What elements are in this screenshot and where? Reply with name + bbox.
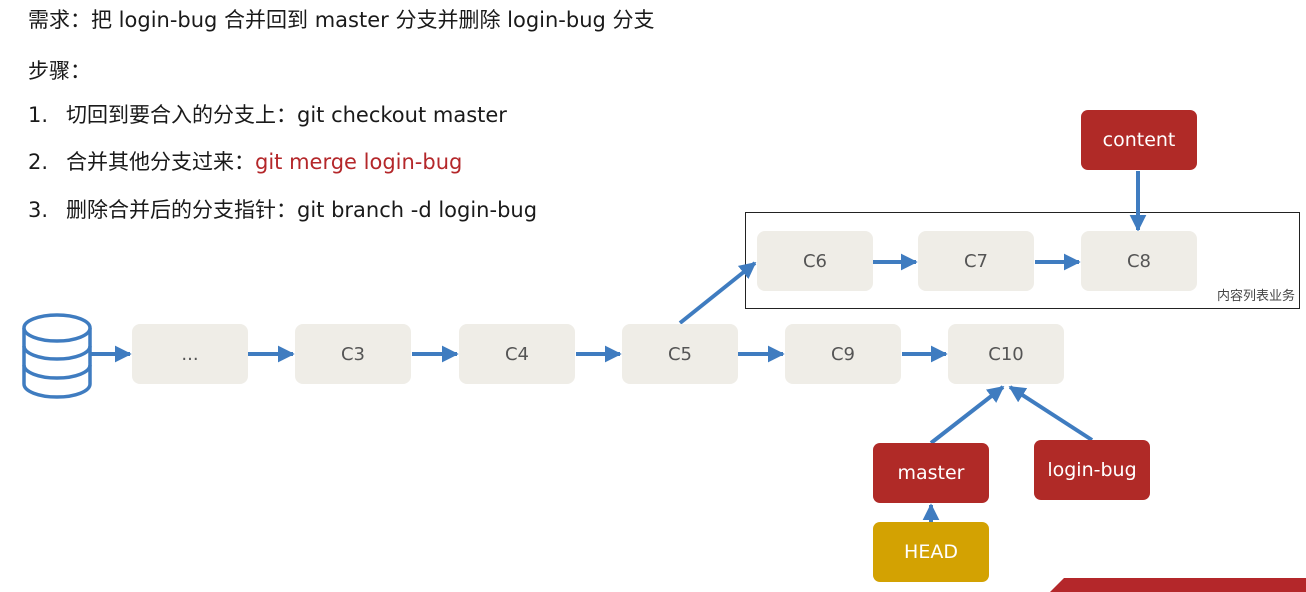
commit-dots: ... — [132, 324, 248, 384]
step-1-number: 1. — [28, 103, 49, 127]
step-3-text: 删除合并后的分支指针： — [66, 198, 297, 222]
step-2-text: 合并其他分支过来： — [66, 150, 255, 174]
arrow-c5-to-c6 — [678, 261, 757, 325]
commit-c6: C6 — [757, 231, 873, 291]
commit-c4: C4 — [459, 324, 575, 384]
content-branch-frame: 内容列表业务 — [745, 212, 1300, 309]
step-3-number: 3. — [28, 198, 49, 222]
commit-c8: C8 — [1081, 231, 1197, 291]
step-1-text: 切回到要合入的分支上： — [66, 103, 297, 127]
step-3: 3. 删除合并后的分支指针：git branch -d login-bug — [28, 194, 537, 224]
step-2-number: 2. — [28, 150, 49, 174]
frame-label: 内容列表业务 — [1216, 289, 1295, 304]
step-1-command: git checkout master — [297, 103, 507, 127]
arrow-loginbug-to-c10 — [1008, 385, 1094, 442]
commit-c7: C7 — [918, 231, 1034, 291]
pointer-login-bug: login-bug — [1034, 440, 1150, 500]
commit-c10: C10 — [948, 324, 1064, 384]
steps-title: 步骤： — [28, 59, 91, 83]
commit-c9: C9 — [785, 324, 901, 384]
corner-decoration — [1050, 578, 1306, 592]
step-2: 2. 合并其他分支过来：git merge login-bug — [28, 146, 462, 176]
commit-c3: C3 — [295, 324, 411, 384]
pointer-master: master — [873, 443, 989, 503]
database-icon — [22, 313, 92, 399]
pointer-content: content — [1081, 110, 1197, 170]
step-3-command: git branch -d login-bug — [297, 198, 538, 222]
step-2-command: git merge login-bug — [255, 150, 463, 174]
commit-c5: C5 — [622, 324, 738, 384]
requirement-text: 需求：把 login-bug 合并回到 master 分支并删除 login-b… — [28, 8, 655, 32]
arrow-master-to-c10 — [929, 385, 1005, 445]
pointer-head: HEAD — [873, 522, 989, 582]
step-1: 1. 切回到要合入的分支上：git checkout master — [28, 99, 507, 129]
